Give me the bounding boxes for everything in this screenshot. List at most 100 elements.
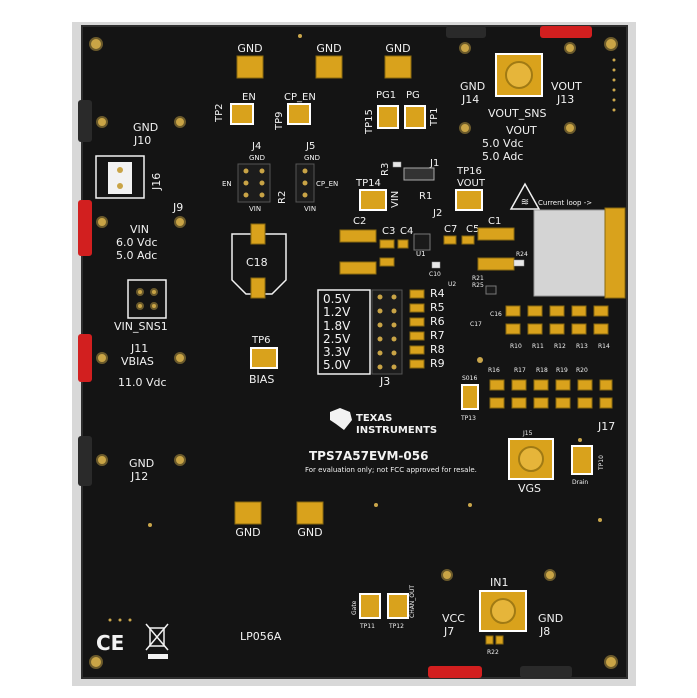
tp10-name-label: Drain bbox=[572, 479, 588, 486]
tp1-pad[interactable] bbox=[404, 105, 426, 129]
vout-select-3: 2.5V bbox=[323, 332, 351, 346]
s016-label: S016 bbox=[462, 375, 477, 382]
vin-current-label: 5.0 Adc bbox=[116, 249, 157, 262]
j4-en-label: EN bbox=[222, 180, 232, 188]
c2-label: C2 bbox=[353, 216, 366, 227]
pcb-board bbox=[81, 25, 628, 679]
gnd-label-top-right: GND bbox=[385, 42, 410, 55]
r8-label: R8 bbox=[430, 343, 445, 356]
resistor-bank-r16-r20 bbox=[489, 379, 613, 409]
c1-label: C1 bbox=[488, 216, 501, 227]
tp11-pad[interactable] bbox=[359, 593, 381, 619]
j5-gnd-label: GND bbox=[304, 154, 320, 162]
tp14-label: TP14 bbox=[355, 178, 381, 189]
r3-label: R3 bbox=[380, 163, 391, 176]
r12-label: R12 bbox=[554, 343, 566, 350]
gnd-pad-bottom-left[interactable] bbox=[234, 501, 262, 525]
tp2-pad[interactable] bbox=[230, 103, 254, 125]
r7-label: R7 bbox=[430, 329, 445, 342]
j16-connector-outline bbox=[95, 155, 145, 199]
vout-sns-label: VOUT_SNS bbox=[488, 107, 546, 120]
c7-label: C7 bbox=[444, 224, 457, 235]
tp16-label: TP16 bbox=[456, 166, 482, 177]
j3-vout-select-jumper[interactable] bbox=[371, 289, 403, 375]
tp2-label: TP2 bbox=[214, 103, 225, 123]
vcc-label: VCC bbox=[442, 612, 465, 625]
gnd-pad-top-left[interactable] bbox=[236, 55, 264, 79]
c17-label: C17 bbox=[470, 321, 482, 328]
j15-label: J15 bbox=[522, 430, 533, 437]
r21-label: R21 bbox=[472, 275, 484, 282]
j9-label: J9 bbox=[172, 201, 183, 214]
svg-text:≋: ≋ bbox=[521, 197, 529, 208]
tp2-name-label: EN bbox=[242, 92, 256, 103]
tp15-label: TP15 bbox=[364, 109, 375, 135]
tp6-name-label: BIAS bbox=[249, 373, 274, 386]
vout-select-0: 0.5V bbox=[323, 292, 351, 306]
r6-label: R6 bbox=[430, 315, 445, 328]
vout-select-2: 1.8V bbox=[323, 319, 351, 333]
ce-mark-icon: CE bbox=[96, 631, 124, 655]
vout-current-label: 5.0 Adc bbox=[482, 150, 523, 163]
tp16-pad[interactable] bbox=[455, 189, 483, 211]
j5-jumper[interactable] bbox=[295, 163, 315, 203]
j8-label: J8 bbox=[539, 625, 550, 638]
j12-label: J12 bbox=[130, 470, 148, 483]
j10-label: J10 bbox=[133, 134, 151, 147]
gnd-pad-top-mid[interactable] bbox=[315, 55, 343, 79]
tp13-label: TP13 bbox=[460, 415, 476, 422]
r10-label: R10 bbox=[510, 343, 522, 350]
r18-label: R18 bbox=[536, 367, 548, 374]
tp14-name-label: VIN bbox=[390, 191, 401, 208]
c16-label: C16 bbox=[490, 311, 502, 318]
vout-select-resistors bbox=[409, 289, 425, 369]
c18-label: C18 bbox=[246, 256, 268, 269]
vbias-voltage-label: 11.0 Vdc bbox=[118, 376, 167, 389]
current-loop-label: Current loop -> bbox=[538, 199, 592, 207]
j5-cpen-label: CP_EN bbox=[316, 180, 338, 188]
j4-label: J4 bbox=[251, 141, 261, 152]
board-part-number: TPS7A57EVM-056 bbox=[309, 449, 428, 463]
gnd-label-top-left: GND bbox=[237, 42, 262, 55]
j7-label: J7 bbox=[443, 625, 454, 638]
r13-label: R13 bbox=[576, 343, 588, 350]
r19-label: R19 bbox=[556, 367, 568, 374]
tp6-pad[interactable] bbox=[250, 347, 278, 369]
vout-select-5: 5.0V bbox=[323, 358, 351, 372]
j4-jumper[interactable] bbox=[237, 163, 271, 203]
j4-gnd-label: GND bbox=[249, 154, 265, 162]
r11-label: R11 bbox=[532, 343, 544, 350]
vout-voltage-label: 5.0 Vdc bbox=[482, 137, 524, 150]
tp9-pad[interactable] bbox=[287, 103, 311, 125]
j14-gnd-label: GND bbox=[460, 80, 485, 93]
r9-label: R9 bbox=[430, 357, 445, 370]
r4-label: R4 bbox=[430, 287, 445, 300]
j5-label: J5 bbox=[305, 141, 315, 152]
tp10-pad[interactable] bbox=[571, 445, 593, 475]
tp6-label: TP6 bbox=[251, 335, 271, 346]
tp12-pad[interactable] bbox=[387, 593, 409, 619]
tp15-pad[interactable] bbox=[377, 105, 399, 129]
gnd-label-bottom-left: GND bbox=[235, 526, 260, 539]
tp13-pad[interactable] bbox=[461, 384, 479, 410]
tp9-label: TP9 bbox=[274, 111, 285, 131]
tp14-pad[interactable] bbox=[359, 189, 387, 211]
r17-label: R17 bbox=[514, 367, 526, 374]
vout-sns-terminal-screw bbox=[505, 61, 533, 89]
resistor-bank-r10-r14 bbox=[505, 305, 609, 335]
tp1-label: TP1 bbox=[429, 107, 440, 127]
gnd-label-bottom-right: GND bbox=[297, 526, 322, 539]
j5-vin-label: VIN bbox=[304, 205, 316, 213]
j16-connector[interactable] bbox=[108, 162, 132, 194]
board-notice: For evaluation only; not FCC approved fo… bbox=[305, 466, 477, 474]
warning-icon: ≋ bbox=[509, 182, 541, 210]
vout-select-1: 1.2V bbox=[323, 305, 351, 319]
gnd-pad-top-right[interactable] bbox=[384, 55, 412, 79]
ti-brand-line2: INSTRUMENTS bbox=[356, 425, 437, 436]
r1-label: R1 bbox=[419, 191, 432, 202]
j10-gnd-label: GND bbox=[133, 121, 158, 134]
pcb-id-label: LP056A bbox=[240, 630, 282, 643]
vin-sns-connector[interactable] bbox=[127, 279, 167, 319]
j1-connector[interactable] bbox=[403, 167, 435, 181]
gnd-pad-bottom-right[interactable] bbox=[296, 501, 324, 525]
